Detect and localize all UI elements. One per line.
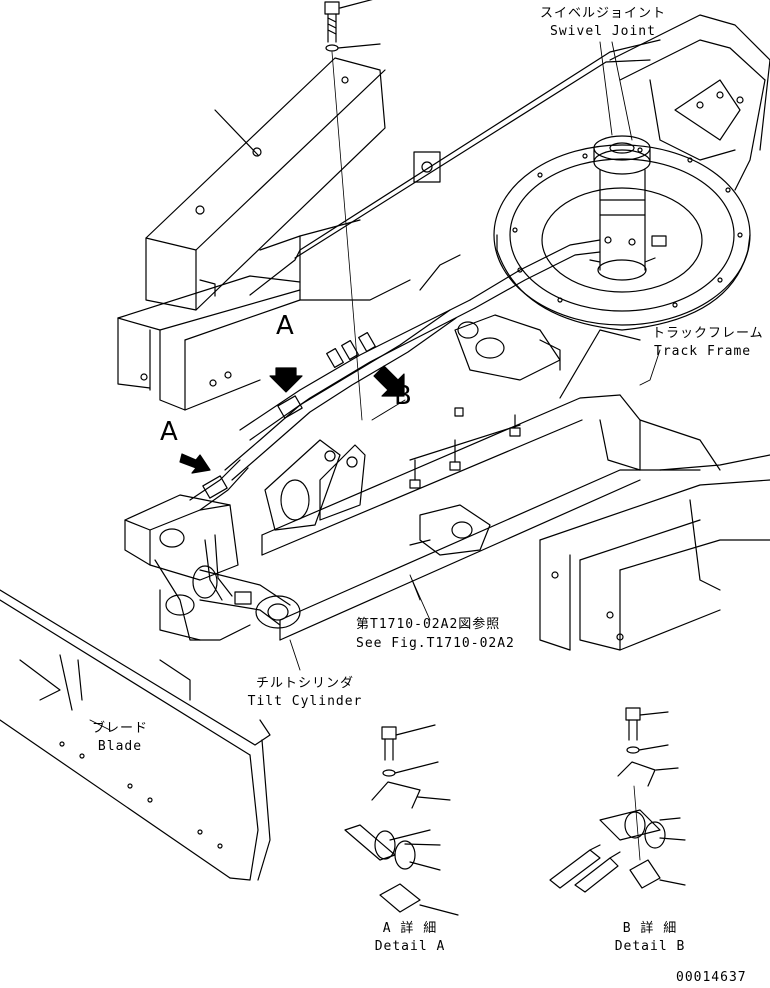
- lower-frame: [262, 330, 720, 640]
- leader-lines: [90, 42, 660, 730]
- slewing-ring: [494, 145, 750, 330]
- track-frame-block: [540, 455, 770, 650]
- frame-clip: [414, 152, 440, 182]
- cover-bolt: [325, 0, 380, 420]
- track-frame-label-en: Track Frame: [654, 344, 752, 359]
- view-a-left-letter: A: [160, 417, 178, 447]
- tilt-cylinder-label-jp: チルトシリンダ: [255, 676, 354, 691]
- see-fig-label-jp: 第T1710-02A2図参照: [356, 617, 501, 632]
- detail-a-label-en: Detail A: [374, 939, 446, 954]
- top-cover-plate: [146, 58, 385, 310]
- detail-b-label-en: Detail B: [614, 939, 686, 954]
- detail-a-label-jp: A 詳 細: [382, 921, 438, 936]
- hose-bracket: [410, 505, 490, 555]
- see-fig-label-en: See Fig.T1710-02A2: [356, 636, 515, 651]
- view-a-upper-letter: A: [276, 311, 294, 341]
- boom-knuckle: [455, 315, 560, 380]
- main-frame: [118, 40, 660, 410]
- swivel-joint-label-jp: スイベルジョイント: [539, 6, 666, 21]
- view-arrows: [180, 366, 404, 473]
- tilt-cylinder-label-en: Tilt Cylinder: [247, 694, 363, 709]
- swivel-joint-label-en: Swivel Joint: [550, 24, 656, 39]
- detail-a-drawing: [345, 725, 458, 915]
- frame-bolts: [410, 408, 520, 488]
- blade: [0, 590, 270, 880]
- track-frame-label-jp: トラックフレーム: [652, 326, 764, 341]
- blade-label-jp: ブレード: [91, 721, 148, 736]
- blade-label-en: Blade: [97, 739, 143, 754]
- view-b-letter: B: [394, 381, 412, 411]
- blade-mount: [125, 495, 250, 700]
- swivel-joint: [590, 136, 666, 280]
- lift-arm-pivots: [265, 440, 365, 530]
- hose-clamps: [203, 333, 375, 498]
- track-frame-strap: [610, 15, 770, 190]
- detail-b-label-jp: B 詳 細: [622, 921, 678, 936]
- cover-leader: [215, 110, 258, 155]
- tilt-cylinder: [193, 566, 300, 628]
- hydraulic-hoses: [190, 240, 600, 600]
- detail-b-drawing: [550, 708, 685, 892]
- drawing-number: 00014637: [676, 970, 747, 985]
